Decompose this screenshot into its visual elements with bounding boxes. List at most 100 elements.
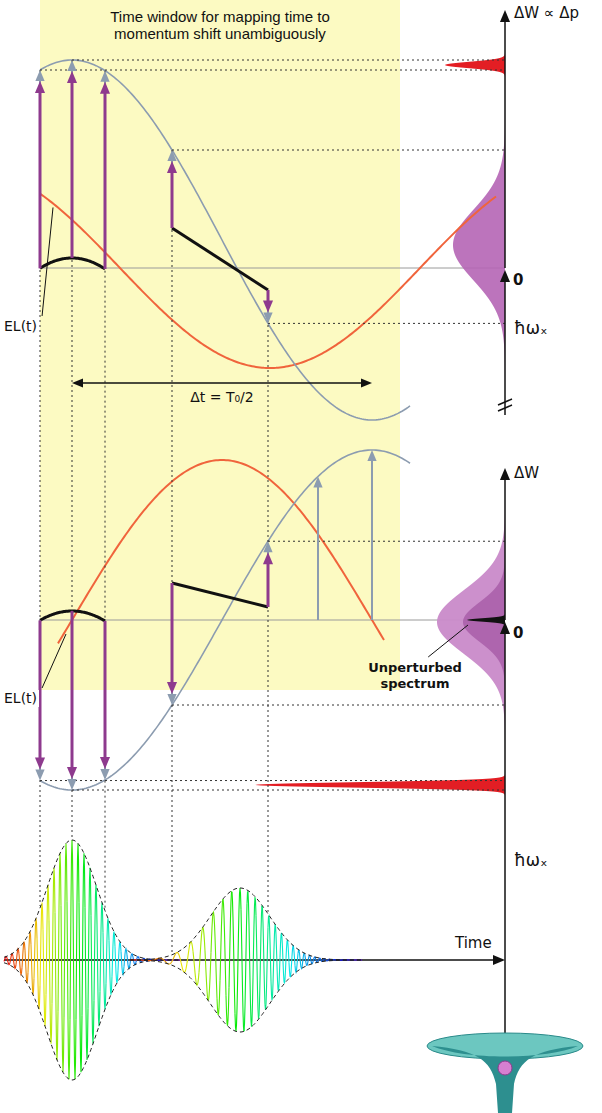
axis-break [498, 399, 512, 405]
photon-energy-arrow [504, 632, 506, 1060]
grey-arrow [317, 485, 319, 620]
laser-pulse [103, 933, 106, 1010]
laser-pulse [64, 843, 67, 1016]
narrow-spectrum [445, 52, 505, 79]
laser-pulse [187, 944, 190, 963]
axis-label: ΔW ∝ Δp [514, 4, 579, 22]
laser-pulse [199, 931, 202, 973]
time-window-band: Time window for mapping time to momentum… [40, 0, 400, 690]
laser-pulse [307, 955, 310, 965]
laser-pulse [28, 932, 31, 973]
photoelectron-spectrum [437, 487, 505, 757]
laser-pulse [70, 840, 73, 1020]
grey-arrow-head [263, 541, 272, 552]
purple-arrow-head [167, 682, 177, 694]
laser-pulse [247, 892, 250, 980]
laser-pulse [172, 955, 175, 961]
pulse-envelope [4, 960, 180, 1080]
projection-line [172, 705, 505, 706]
grey-arrow-head [167, 694, 176, 705]
grey-arrow [39, 620, 41, 774]
laser-pulse [55, 913, 58, 1060]
laser-pulse [211, 912, 214, 952]
time-axis-head [493, 955, 505, 965]
laser-pulse [91, 915, 94, 1043]
laser-pulse [88, 868, 91, 1009]
field-label: EL(t) [2, 690, 39, 707]
grey-arrow-head [100, 71, 109, 82]
zero-label: 0 [513, 624, 523, 642]
purple-arrow [267, 557, 270, 607]
laser-pulse [280, 933, 283, 961]
interval-label: Δt = T₀/2 [188, 389, 256, 406]
laser-pulse [277, 957, 280, 990]
laser-pulse [292, 946, 295, 966]
laser-pulse [34, 918, 37, 978]
grey-arrow-head [367, 450, 376, 461]
grey-arrow-head [313, 476, 322, 487]
purple-arrow-head [167, 161, 177, 173]
laser-pulse [163, 959, 166, 962]
projection-line [40, 70, 505, 71]
energy-axis [504, 20, 506, 268]
projection-line [268, 323, 505, 324]
laser-pulse [16, 949, 19, 965]
interval-arrow-head [361, 378, 372, 387]
laser-pulse [133, 957, 136, 965]
laser-pulse [175, 952, 178, 954]
purple-arrow [71, 611, 74, 774]
laser-pulse [82, 853, 85, 1015]
laser-pulse [148, 960, 151, 961]
zero-line [40, 268, 505, 269]
atom [498, 1061, 512, 1075]
laser-pulse [97, 924, 100, 1026]
narrow-spectrum [255, 774, 505, 797]
purple-arrow-head [263, 552, 273, 564]
grey-arrow-head [167, 150, 176, 161]
laser-pulse [286, 940, 289, 962]
photon-energy-arrow [504, 280, 506, 415]
laser-pulse [262, 906, 265, 1005]
grey-arrow-head [67, 779, 76, 790]
laser-pulse [304, 953, 307, 965]
laser-pulse [256, 915, 259, 1018]
band-title: Time window for mapping time to momentum… [92, 8, 348, 42]
grey-arrow [71, 611, 73, 784]
purple-arrow-head [263, 300, 273, 312]
grey-arrow [104, 77, 106, 269]
laser-pulse [310, 956, 313, 964]
laser-pulse [121, 952, 124, 975]
band-layer [40, 0, 400, 690]
purple-arrow [171, 583, 174, 689]
laser-pulse [61, 906, 64, 1073]
leader-line [42, 634, 66, 688]
laser-pulse [106, 918, 109, 983]
laser-pulse [25, 950, 28, 983]
purple-arrow-head [100, 757, 110, 769]
laser-pulse [232, 892, 235, 1014]
laser-pulse [58, 853, 61, 1011]
time-axis-label: Time [455, 934, 492, 952]
laser-pulse [124, 949, 127, 967]
laser-pulse [19, 954, 22, 974]
laser-pulse [181, 962, 184, 972]
vector-potential-curve [40, 450, 410, 790]
emission-trace [40, 258, 105, 269]
laser-pulse [178, 953, 181, 962]
laser-pulse [214, 916, 217, 998]
laser-pulse [250, 978, 253, 1027]
laser-pulse [193, 951, 196, 981]
laser-pulse [238, 888, 241, 959]
photon-energy-arrow-head [500, 270, 510, 282]
projection-line [72, 60, 505, 61]
laser-pulse [202, 927, 205, 951]
laser-pulse [130, 954, 133, 964]
time-axis [4, 959, 494, 961]
grey-arrow [171, 583, 173, 699]
laser-pulse [85, 908, 88, 1060]
laser-pulse [271, 948, 274, 1000]
purple-arrow-head [35, 81, 45, 93]
laser-pulse [22, 942, 25, 968]
laser-pulse [208, 953, 211, 1001]
